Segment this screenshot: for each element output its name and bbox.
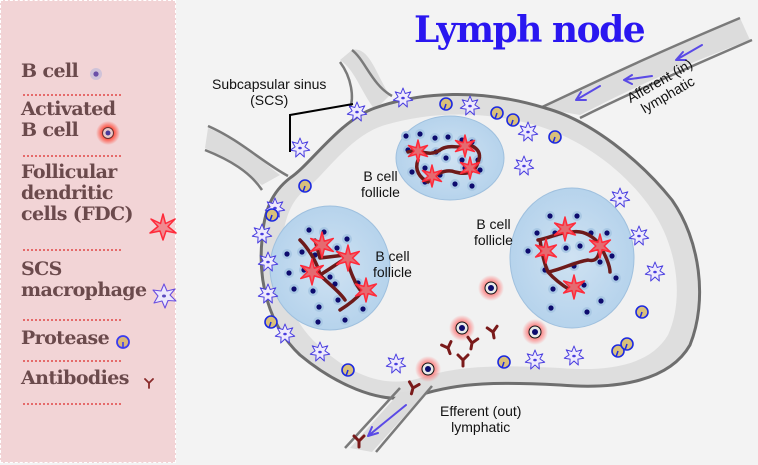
follicle-right-label-line2: follicle [474, 232, 513, 248]
follicle-right-label: B cell follicle [474, 216, 513, 248]
activated-b-cell-icon [96, 121, 120, 145]
follicle-left-label: B cell follicle [373, 248, 412, 280]
scs-label-line1: Subcapsular sinus [212, 76, 327, 92]
legend-item-protease: Protease [21, 327, 110, 349]
scs-label: Subcapsular sinus (SCS) [212, 76, 326, 108]
efferent-label-line1: Efferent (out) [440, 403, 522, 419]
scs-macrophage-icon [152, 283, 177, 309]
antibody [440, 340, 453, 356]
legend-item-activated-b-cell: Activated B cell [21, 98, 116, 141]
scs-pointer-line [289, 103, 354, 152]
afferent-arrow-3 [575, 85, 601, 101]
legend-label-scs-line1: SCS [21, 258, 62, 280]
legend-panel: B cell Activated B cell Follicular dendr… [0, 0, 177, 463]
fdc-cell [534, 238, 558, 264]
afferent-arrow-2 [623, 74, 653, 85]
fdc-cell [421, 164, 443, 188]
legend-label-fdc-line2: dendritic [21, 182, 113, 204]
antibody [352, 434, 366, 449]
follicle-top-label-line2: follicle [361, 184, 400, 200]
scs-label-line2: (SCS) [250, 92, 289, 108]
subcapsular-vessel-left [204, 124, 289, 191]
follicle-top-label-line1: B cell [363, 168, 398, 184]
legend-label-antibodies: Antibodies [21, 367, 129, 389]
b-cell-follicle-right [509, 187, 635, 329]
follicle-top-label: B cell follicle [361, 168, 400, 200]
fdc-cell [354, 277, 378, 303]
antibody [407, 380, 421, 396]
flow-arrows [367, 44, 703, 437]
fdc-cell [454, 134, 476, 158]
follicle-right-label-line1: B cell [476, 216, 511, 232]
legend-label-fdc-line3: cells (FDC) [21, 203, 133, 225]
fdc-cell [588, 233, 612, 259]
cell-layer [251, 87, 666, 449]
legend-label-fdc-line1: Follicular [21, 161, 117, 183]
follicle-left-label-line2: follicle [373, 264, 412, 280]
fdc-cell [407, 139, 429, 163]
follicle-left-label-line1: B cell [375, 248, 410, 264]
fdc-dendrite [406, 143, 482, 184]
legend-item-b-cell: B cell [21, 60, 79, 82]
legend-label-activated-line2: B cell [21, 119, 79, 141]
antibody [485, 324, 499, 340]
fdc-cell [335, 244, 361, 272]
fdc-cell [562, 274, 586, 300]
legend-label-b-cell: B cell [21, 60, 79, 82]
antibody [456, 353, 470, 368]
efferent-label: Efferent (out) lymphatic [440, 403, 521, 435]
efferent-arrow [367, 404, 407, 437]
legend-label-scs-line2: macrophage [21, 279, 147, 301]
antibody-icon [144, 378, 154, 389]
legend-item-fdc: Follicular dendritic cells (FDC) [21, 162, 133, 225]
fdc-cell [459, 156, 481, 180]
b-cell-icon [90, 68, 102, 80]
subcapsular-vessel-top [338, 49, 393, 110]
legend-label-protease: Protease [21, 327, 110, 349]
legend-separator [23, 360, 121, 362]
fdc-cell [299, 258, 325, 286]
fdc-cell [553, 216, 577, 242]
diagram-title: Lymph node [414, 9, 646, 51]
legend-item-antibodies: Antibodies [21, 368, 129, 389]
legend-separator [23, 155, 121, 157]
protease-icon [116, 335, 130, 349]
efferent-label-line2: lymphatic [451, 419, 511, 435]
fdc-star-icon [149, 213, 177, 241]
afferent-arrow-1 [675, 44, 703, 61]
legend-separator [23, 403, 121, 405]
fdc-cell [309, 231, 335, 259]
legend-item-scs-macrophage: SCS macrophage [21, 258, 147, 301]
legend-separator [23, 319, 121, 321]
legend-separator [23, 249, 121, 251]
antibody [466, 335, 480, 351]
legend-label-activated-line1: Activated [21, 98, 116, 120]
legend-separator [23, 94, 121, 96]
